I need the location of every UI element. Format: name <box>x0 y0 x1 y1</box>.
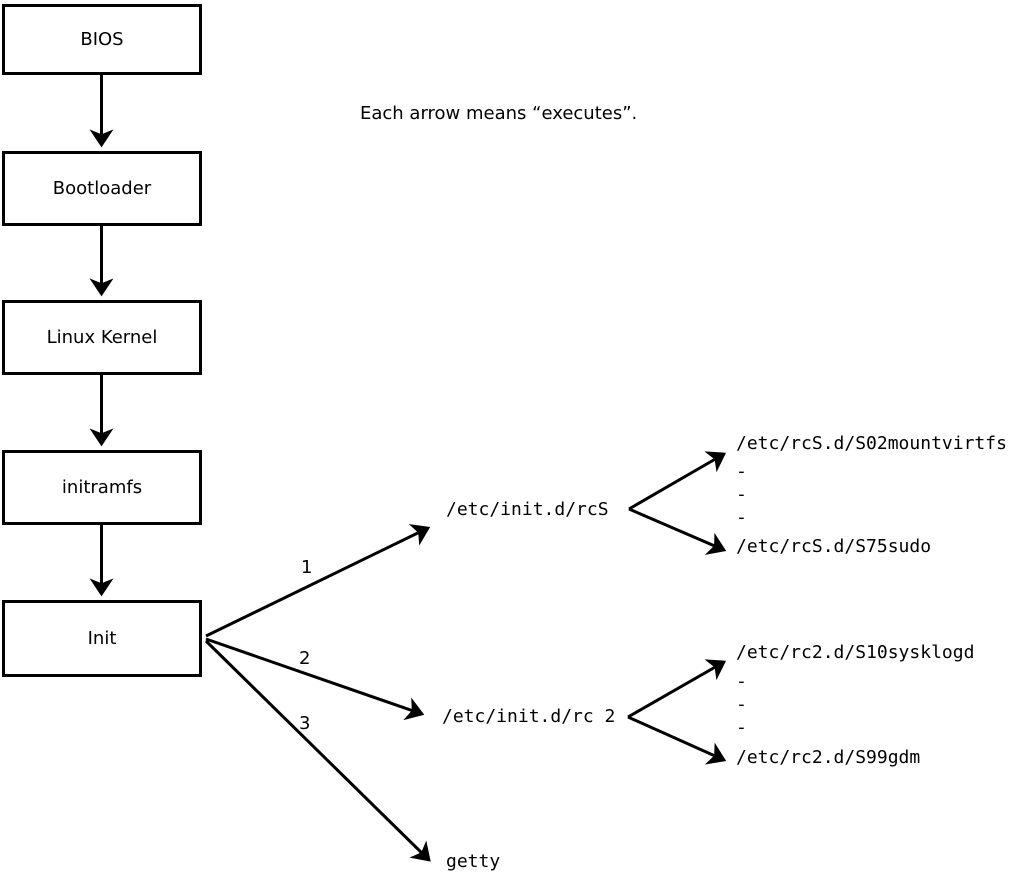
node-bios-label: BIOS <box>80 28 124 50</box>
rcs-ellipsis-dash-1: - <box>736 461 747 482</box>
diagram-caption: Each arrow means “executes”. <box>360 103 638 124</box>
rcs-entry-s75sudo: /etc/rcS.d/S75sudo <box>736 536 932 557</box>
rc2-ellipsis-dash-3: - <box>736 717 747 738</box>
rc2-ellipsis-dash-2: - <box>736 694 747 715</box>
arrow-rcs-to-s75sudo <box>628 507 727 555</box>
node-bootloader-label: Bootloader <box>52 177 152 199</box>
node-bootloader: Bootloader <box>2 151 202 226</box>
node-linux-kernel-label: Linux Kernel <box>46 326 158 348</box>
rc2-entry-s99gdm: /etc/rc2.d/S99gdm <box>736 747 921 768</box>
arrow-rc2-to-s10sysklogd <box>627 659 727 719</box>
node-bios: BIOS <box>2 4 202 75</box>
target-init-rcs: /etc/init.d/rcS <box>446 499 609 520</box>
arrow-rc2-to-s99gdm <box>627 715 727 765</box>
rcs-ellipsis-dash-3: - <box>736 507 747 528</box>
rcs-entry-s02mountvirtfs: /etc/rcS.d/S02mountvirtfs <box>736 433 1007 454</box>
node-initramfs: initramfs <box>2 450 202 525</box>
arrow-init-to-rc2 <box>205 637 425 721</box>
node-init: Init <box>2 600 202 677</box>
node-linux-kernel: Linux Kernel <box>2 300 202 375</box>
rc2-entry-s10sysklogd: /etc/rc2.d/S10sysklogd <box>736 642 975 663</box>
target-init-rc2: /etc/init.d/rc 2 <box>442 706 616 727</box>
arrow-init-to-rcs <box>205 524 431 638</box>
arrow-init-to-getty <box>204 639 431 862</box>
arrow-rcs-to-s02mountvirtfs <box>628 451 727 511</box>
edge-label-3: 3 <box>299 713 311 734</box>
rc2-ellipsis-dash-1: - <box>736 671 747 692</box>
target-init-getty: getty <box>446 851 501 872</box>
rcs-ellipsis-dash-2: - <box>736 484 747 505</box>
edge-label-1: 1 <box>301 557 313 578</box>
node-init-label: Init <box>87 627 117 649</box>
node-initramfs-label: initramfs <box>61 476 143 498</box>
edge-label-2: 2 <box>299 648 311 669</box>
